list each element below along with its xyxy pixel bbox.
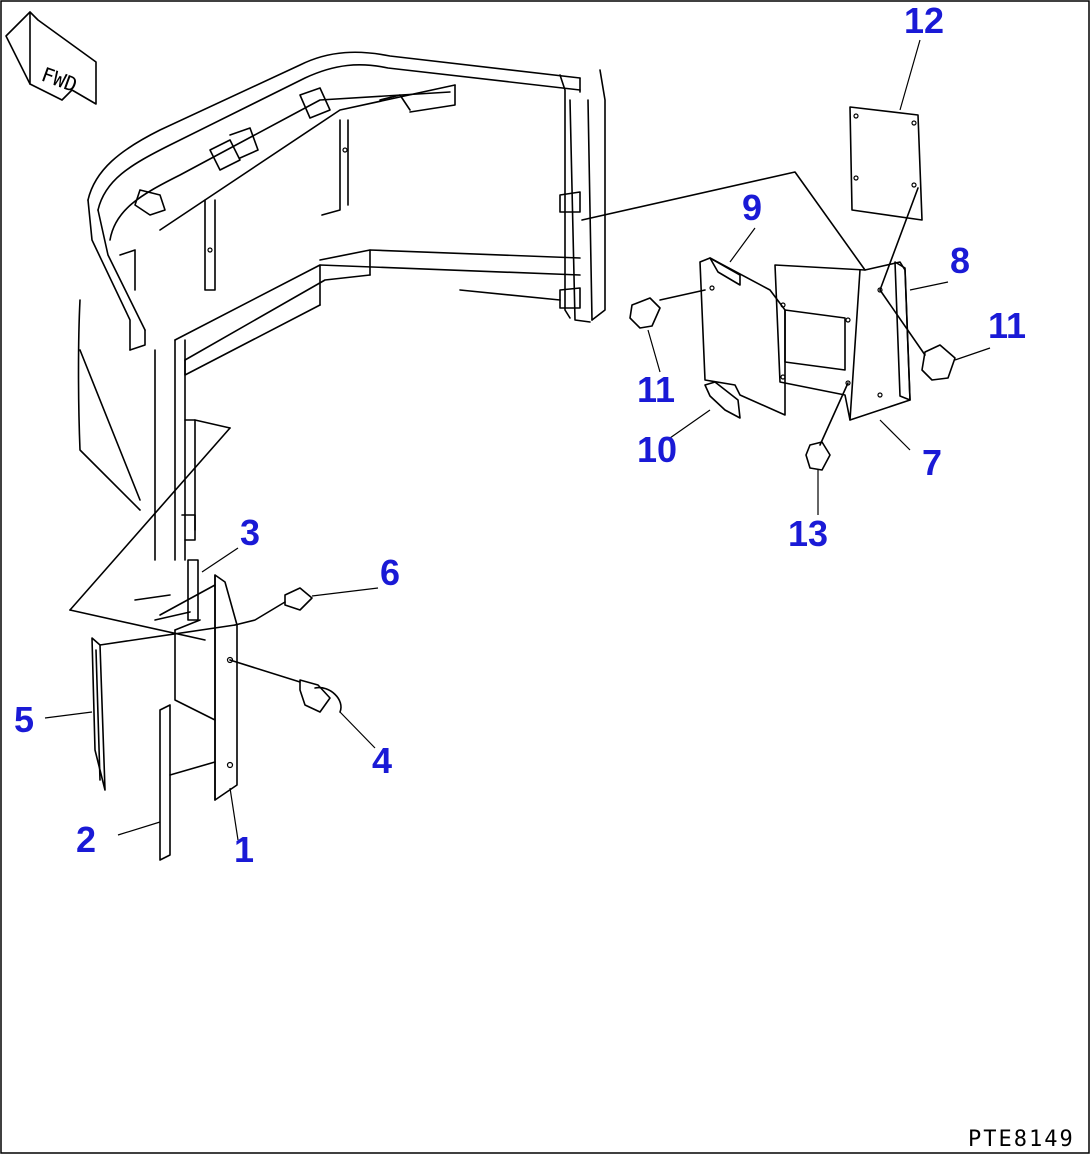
drawing-code: PTE8149 [968,1127,1075,1152]
part-5-outline [91,637,106,791]
callout-labels: 3 6 4 1 2 5 12 9 8 11 11 10 7 13 [14,0,1026,870]
callout-11-left: 11 [637,369,675,410]
bolt-6 [284,587,313,611]
part-12-plate [849,106,923,221]
right-bracket-group [581,106,956,471]
part-10-clip [704,381,741,419]
callout-3: 3 [240,512,260,553]
callout-9: 9 [742,187,762,228]
part-2-outline [159,704,171,861]
part-9-bracket [699,257,786,416]
part-8-strip [894,261,911,401]
bolt-11-left [629,297,661,329]
fwd-arrow-icon: FWD [5,11,97,105]
nut-13 [805,441,831,471]
callout-11-right: 11 [988,305,1026,346]
callout-8: 8 [950,240,970,281]
callout-12: 12 [904,0,944,41]
callout-10: 10 [637,429,677,470]
callout-1: 1 [234,829,254,870]
bolt-4 [299,679,331,713]
cab-frame [77,51,606,561]
part-1-outline [214,574,238,801]
callout-5: 5 [14,699,34,740]
callout-4: 4 [372,740,392,781]
bolt-11-right [921,344,956,381]
callout-7: 7 [922,442,942,483]
callout-6: 6 [380,552,400,593]
callout-13: 13 [788,513,828,554]
lower-left-panels [69,419,342,861]
callout-2: 2 [76,819,96,860]
leader-lines [44,39,991,841]
